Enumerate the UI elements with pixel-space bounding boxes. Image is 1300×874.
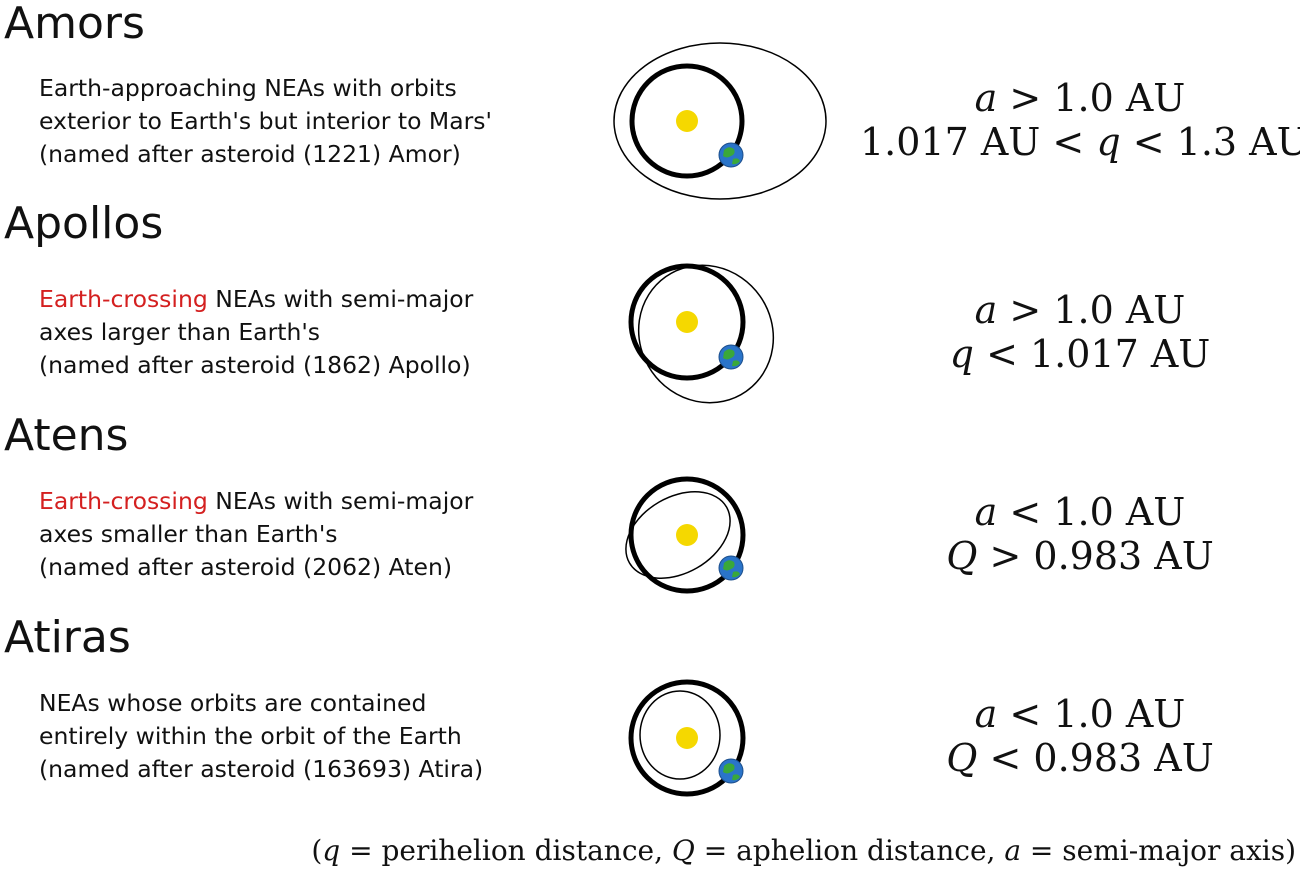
- var-q: q: [322, 834, 341, 867]
- group-title-apollos: Apollos: [4, 198, 164, 249]
- desc-text: NEAs with semi-major: [207, 487, 474, 515]
- desc-line: Earth-approaching NEAs with orbits: [39, 74, 457, 102]
- earth-orbit: [628, 679, 746, 797]
- formula-line: a < 1.0 AU: [860, 490, 1300, 534]
- formula-text: < 1.0 AU: [997, 692, 1186, 736]
- footnote-legend: (q = perihelion distance, Q = aphelion d…: [290, 834, 1296, 868]
- description-apollos: Earth-crossing NEAs with semi-major axes…: [39, 283, 579, 382]
- asteroid-orbit: [637, 264, 775, 404]
- formula-text: < 1.017 AU: [973, 332, 1211, 376]
- footnote-text: (: [311, 834, 323, 867]
- var-q: q: [1096, 120, 1121, 164]
- earth-icon: [718, 344, 744, 370]
- asteroid-orbit: [613, 42, 827, 200]
- var-a: a: [974, 490, 998, 534]
- formula-text: > 1.0 AU: [997, 76, 1186, 120]
- group-title-amors: Amors: [4, 0, 145, 49]
- formula-atiras: a < 1.0 AU Q < 0.983 AU: [860, 692, 1300, 780]
- desc-line: (named after asteroid (1221) Amor): [39, 140, 461, 168]
- formula-text: > 1.0 AU: [997, 288, 1186, 332]
- formula-line: Q > 0.983 AU: [860, 534, 1300, 578]
- orbit-diagram-amors: [613, 42, 827, 200]
- asteroid-orbit: [625, 491, 731, 579]
- var-Q: Q: [946, 736, 978, 780]
- desc-line: axes smaller than Earth's: [39, 520, 338, 548]
- sun-icon: [676, 311, 698, 333]
- formula-text: < 1.0 AU: [997, 490, 1186, 534]
- sun-icon: [676, 110, 698, 132]
- earth-crossing-highlight: Earth-crossing: [39, 487, 208, 515]
- var-Q: Q: [671, 834, 695, 867]
- desc-text: NEAs with semi-major: [207, 285, 474, 313]
- formula-atens: a < 1.0 AU Q > 0.983 AU: [860, 490, 1300, 578]
- desc-line: (named after asteroid (1862) Apollo): [39, 351, 471, 379]
- formula-line: a > 1.0 AU: [860, 76, 1300, 120]
- formula-text: < 0.983 AU: [977, 736, 1214, 780]
- desc-line: NEAs whose orbits are contained: [39, 689, 427, 717]
- var-Q: Q: [946, 534, 978, 578]
- earth-crossing-highlight: Earth-crossing: [39, 285, 208, 313]
- formula-text: > 0.983 AU: [977, 534, 1214, 578]
- desc-line: axes larger than Earth's: [39, 318, 321, 346]
- footnote-text: = perihelion distance,: [340, 834, 672, 867]
- desc-line: Earth-crossing NEAs with semi-major: [39, 485, 579, 518]
- formula-apollos: a > 1.0 AU q < 1.017 AU: [860, 288, 1300, 376]
- earth-icon: [718, 555, 744, 581]
- earth-orbit: [629, 63, 745, 179]
- footnote-text: = semi-major axis): [1021, 834, 1296, 867]
- var-a: a: [974, 692, 998, 736]
- desc-line: Earth-crossing NEAs with semi-major: [39, 283, 579, 316]
- earth-orbit: [628, 263, 746, 381]
- desc-line: exterior to Earth's but interior to Mars…: [39, 107, 492, 135]
- earth-icon: [718, 142, 744, 168]
- orbit-diagram-atiras: [628, 679, 746, 797]
- sun-icon: [676, 727, 698, 749]
- formula-text: < 1.3 AU: [1120, 120, 1300, 164]
- earth-icon: [718, 758, 744, 784]
- var-a: a: [1004, 834, 1022, 867]
- sun-icon: [676, 524, 698, 546]
- asteroid-orbit: [639, 690, 721, 780]
- formula-line: a < 1.0 AU: [860, 692, 1300, 736]
- desc-line: (named after asteroid (2062) Aten): [39, 553, 453, 581]
- var-a: a: [974, 288, 998, 332]
- var-a: a: [974, 76, 998, 120]
- formula-line: 1.017 AU < q < 1.3 AU: [860, 120, 1300, 164]
- orbit-diagram-atens: [625, 476, 746, 594]
- formula-line: Q < 0.983 AU: [860, 736, 1300, 780]
- group-title-atiras: Atiras: [4, 612, 131, 663]
- group-title-atens: Atens: [4, 410, 129, 461]
- formula-text: 1.017 AU <: [860, 120, 1097, 164]
- orbit-diagram-apollos: [628, 263, 775, 404]
- desc-line: (named after asteroid (163693) Atira): [39, 755, 484, 783]
- description-amors: Earth-approaching NEAs with orbits exter…: [39, 72, 579, 171]
- description-atens: Earth-crossing NEAs with semi-major axes…: [39, 485, 579, 584]
- earth-orbit: [628, 476, 746, 594]
- var-q: q: [949, 332, 974, 376]
- formula-line: a > 1.0 AU: [860, 288, 1300, 332]
- desc-line: entirely within the orbit of the Earth: [39, 722, 462, 750]
- description-atiras: NEAs whose orbits are contained entirely…: [39, 687, 579, 786]
- formula-line: q < 1.017 AU: [860, 332, 1300, 376]
- footnote-text: = aphelion distance,: [694, 834, 1005, 867]
- formula-amors: a > 1.0 AU 1.017 AU < q < 1.3 AU: [860, 76, 1300, 164]
